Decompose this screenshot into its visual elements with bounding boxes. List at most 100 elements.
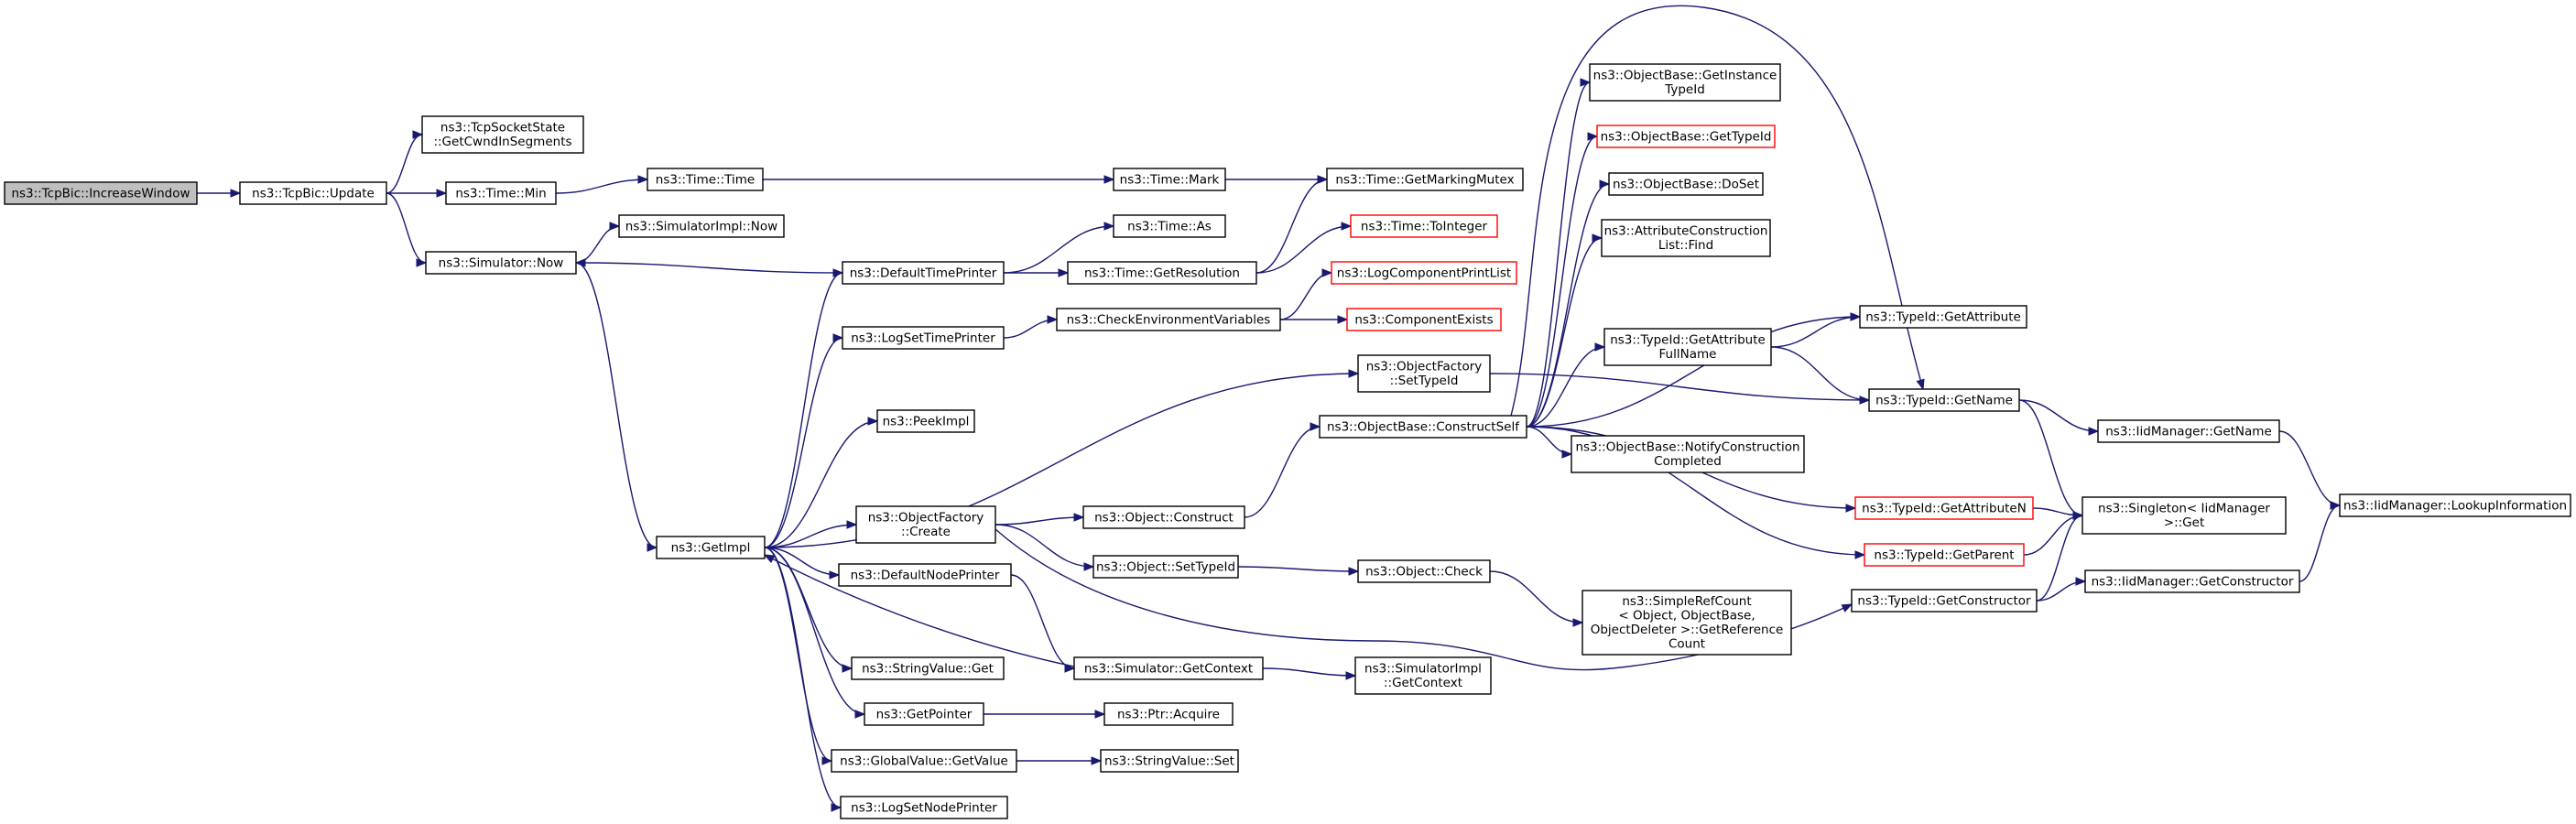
function-node-peekimpl[interactable]: ns3::PeekImpl — [876, 409, 975, 433]
function-node-obdoset[interactable]: ns3::ObjectBase::DoSet — [1608, 172, 1764, 196]
node-label: ::GetCwndInSegments — [433, 135, 571, 149]
node-label: ns3::TypeId::GetParent — [1874, 548, 2014, 562]
node-label: ns3::Time::As — [1127, 219, 1212, 233]
node-box — [2339, 493, 2571, 517]
node-label: ns3::TypeId::GetAttribute — [1610, 333, 1766, 348]
function-node-iidgetconstructor[interactable]: ns3::IidManager::GetConstructor — [2084, 569, 2300, 593]
function-node-iidgetname[interactable]: ns3::IidManager::GetName — [2097, 419, 2280, 443]
node-box — [1357, 354, 1491, 393]
function-node-simnow[interactable]: ns3::Simulator::Now — [425, 251, 577, 275]
function-node-update[interactable]: ns3::TcpBic::Update — [239, 181, 387, 205]
node-label: ns3::Simulator::GetContext — [1084, 661, 1253, 676]
node-box — [1082, 505, 1245, 529]
function-node-simgetctx[interactable]: ns3::Simulator::GetContext — [1073, 656, 1264, 680]
function-node-obnotify[interactable]: ns3::ObjectBase::NotifyConstructionCompl… — [1571, 435, 1805, 473]
edge-getimpl-to-logsettime — [764, 333, 844, 548]
function-node-timemark[interactable]: ns3::Time::Mark — [1113, 168, 1226, 191]
function-node-obgettypeid[interactable]: ns3::ObjectBase::GetTypeId — [1596, 125, 1776, 148]
arrowhead — [1592, 233, 1603, 243]
node-box — [1608, 172, 1764, 196]
function-node-objconstruct[interactable]: ns3::Object::Construct — [1082, 505, 1245, 529]
function-node-getres[interactable]: ns3::Time::GetResolution — [1067, 261, 1257, 285]
node-label: ::GetContext — [1384, 676, 1462, 690]
node-label: ns3::GlobalValue::GetValue — [840, 754, 1008, 768]
arrowhead — [2330, 501, 2342, 510]
function-node-tidgetattribute[interactable]: ns3::TypeId::GetAttribute — [1859, 305, 2027, 329]
function-node-compexists[interactable]: ns3::ComponentExists — [1346, 308, 1502, 331]
node-label: ns3::IidManager::GetConstructor — [2092, 574, 2294, 589]
function-node-ofcreate[interactable]: ns3::ObjectFactory::Create — [855, 505, 996, 544]
node-box — [1100, 749, 1239, 773]
function-node-getimpl[interactable]: ns3::GetImpl — [656, 536, 766, 559]
edge-defnodeprinter-to-simgetctx — [1010, 574, 1076, 673]
edge-ofcreate-to-objsettypeid — [995, 524, 1095, 571]
function-node-simimplnow[interactable]: ns3::SimulatorImpl::Now — [618, 214, 785, 238]
function-node-objcheck[interactable]: ns3::Object::Check — [1357, 559, 1491, 583]
node-box — [1067, 261, 1257, 285]
function-node-logsetnode[interactable]: ns3::LogSetNodePrinter — [840, 796, 1008, 819]
arrowhead — [1348, 369, 1360, 378]
function-node-tointeger[interactable]: ns3::Time::ToInteger — [1350, 214, 1498, 238]
node-label: ns3::GetPointer — [876, 707, 973, 721]
node-box — [864, 702, 984, 726]
node-label: ns3::DefaultTimePrinter — [850, 266, 997, 280]
edge-timetime-to-timemark — [763, 175, 1115, 184]
function-node-timeas[interactable]: ns3::Time::As — [1113, 214, 1226, 238]
edge-update-to-timemin — [386, 189, 448, 198]
arrowhead — [846, 520, 858, 529]
function-node-checkenv[interactable]: ns3::CheckEnvironmentVariables — [1056, 308, 1281, 331]
function-node-objsettypeid[interactable]: ns3::Object::SetTypeId — [1092, 555, 1239, 579]
edge-defprinter-to-simnow — [574, 258, 843, 274]
function-node-getmutex[interactable]: ns3::Time::GetMarkingMutex — [1326, 168, 1524, 191]
function-node-tidgetconstructor[interactable]: ns3::TypeId::GetConstructor — [1851, 589, 2038, 613]
arrowhead — [867, 417, 879, 426]
function-node-tidgetattrn[interactable]: ns3::TypeId::GetAttributeN — [1854, 496, 2034, 520]
edge-update-to-cwnd — [386, 130, 424, 194]
arrowhead — [1321, 268, 1333, 277]
node-label: ns3::Ptr::Acquire — [1117, 707, 1220, 721]
function-node-gvgetvalue[interactable]: ns3::GlobalValue::GetValue — [831, 749, 1017, 773]
node-label: >::Get — [2164, 515, 2204, 530]
edge-objconstruct-to-obconstructself — [1244, 422, 1321, 518]
function-node-logsettime[interactable]: ns3::LogSetTimePrinter — [842, 326, 1005, 350]
arrowhead — [1341, 222, 1353, 231]
function-node-simplerefcount[interactable]: ns3::SimpleRefCount< Object, ObjectBase,… — [1581, 590, 1792, 656]
function-node-singletonget[interactable]: ns3::Singleton< IidManager>::Get — [2081, 496, 2287, 535]
node-box — [1851, 589, 2038, 613]
edge-obconstructself-to-getinstancetypeid — [1526, 78, 1592, 428]
function-node-strvalget[interactable]: ns3::StringValue::Get — [851, 656, 1005, 680]
function-node-simimplgetctx[interactable]: ns3::SimulatorImpl::GetContext — [1354, 656, 1492, 695]
node-label: ns3::Time::Time — [656, 172, 755, 187]
function-node-getpointer[interactable]: ns3::GetPointer — [864, 702, 984, 726]
node-label: ::SetTypeId — [1390, 374, 1459, 388]
edge-tidgetconstructor-to-singletonget — [2036, 511, 2084, 602]
edge-obconstructself-to-obdoset — [1526, 179, 1611, 428]
node-box — [2097, 419, 2280, 443]
edge-objsettypeid-to-objcheck — [1237, 566, 1360, 576]
function-node-logprintlist[interactable]: ns3::LogComponentPrintList — [1331, 261, 1517, 285]
function-node-tidgetparent[interactable]: ns3::TypeId::GetParent — [1864, 543, 2025, 567]
function-node-iidlookup[interactable]: ns3::IidManager::LookupInformation — [2339, 493, 2571, 517]
function-node-obconstructself[interactable]: ns3::ObjectBase::ConstructSelf — [1319, 415, 1527, 439]
function-node-defnodeprinter[interactable]: ns3::DefaultNodePrinter — [838, 563, 1012, 587]
node-label: ns3::TypeId::GetAttributeN — [1862, 501, 2027, 515]
function-node-defprinter[interactable]: ns3::DefaultTimePrinter — [842, 261, 1005, 285]
node-box — [1350, 214, 1498, 238]
function-node-ptracquire[interactable]: ns3::Ptr::Acquire — [1103, 702, 1234, 726]
arrowhead — [637, 175, 649, 184]
node-label: ns3::TcpSocketState — [440, 121, 565, 136]
function-node-strvalset[interactable]: ns3::StringValue::Set — [1100, 749, 1239, 773]
function-node-tidgetname[interactable]: ns3::TypeId::GetName — [1868, 388, 2020, 412]
function-node-timetime[interactable]: ns3::Time::Time — [647, 168, 764, 191]
arrowhead — [1083, 562, 1095, 571]
arrowhead — [854, 710, 866, 719]
arrowhead — [416, 258, 428, 267]
node-box — [1581, 590, 1792, 656]
function-node-ofsettypeid[interactable]: ns3::ObjectFactory::SetTypeId — [1357, 354, 1491, 393]
function-node-timemin[interactable]: ns3::Time::Min — [445, 181, 557, 205]
function-node-cwnd[interactable]: ns3::TcpSocketState::GetCwndInSegments — [421, 115, 584, 154]
arrowhead — [1337, 315, 1349, 324]
